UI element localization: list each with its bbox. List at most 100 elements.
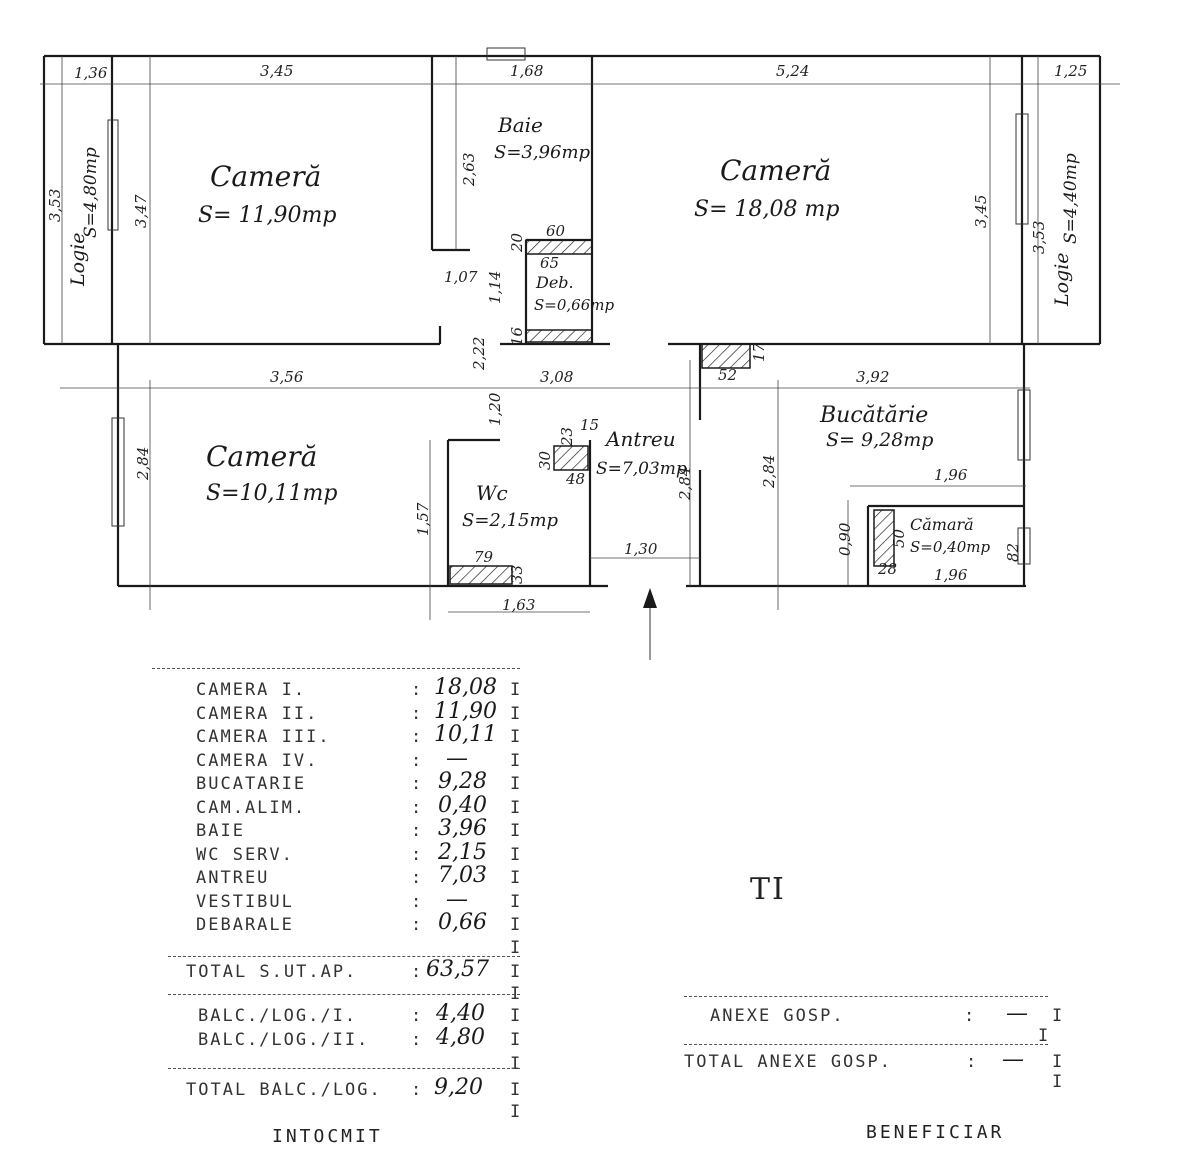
row-value: 10,11 bbox=[434, 722, 497, 747]
row-label: BUCATARIE bbox=[196, 774, 307, 794]
dim-label: 3,45 bbox=[260, 62, 293, 80]
room-area: S= 18,08 mp bbox=[694, 197, 839, 222]
annex-rule bbox=[684, 996, 1048, 997]
dim-label: 79 bbox=[474, 548, 494, 566]
room-area: S=7,03mp bbox=[596, 459, 687, 479]
dim-label: 2,63 bbox=[460, 153, 478, 187]
dim-label: 23 bbox=[558, 427, 576, 447]
row-label: CAMERA III. bbox=[196, 727, 331, 747]
room-name: Cameră bbox=[206, 440, 317, 473]
dim-label: 3,53 bbox=[1030, 221, 1048, 254]
row-label: WC SERV. bbox=[196, 845, 294, 865]
row-value: 2,15 bbox=[438, 840, 487, 865]
dim-label: 65 bbox=[540, 254, 559, 272]
total-label: TOTAL BALC./LOG. bbox=[186, 1080, 382, 1100]
prepared-by-label: INTOCMIT bbox=[272, 1126, 383, 1147]
room-name: Logie bbox=[1051, 252, 1073, 307]
row-value: 0,40 bbox=[438, 793, 487, 818]
dim-label: 2,84 bbox=[760, 455, 778, 489]
room-area: S=3,96mp bbox=[494, 142, 591, 163]
room-area: S=2,15mp bbox=[462, 510, 559, 531]
dim-label: 16 bbox=[508, 326, 526, 346]
room-name: Logie bbox=[67, 232, 89, 287]
room-name: Bucătărie bbox=[819, 403, 928, 428]
room-name: Baie bbox=[497, 113, 543, 137]
windows bbox=[107, 47, 1031, 565]
row-label: ANEXE GOSP. bbox=[710, 1006, 845, 1026]
table-rule bbox=[168, 956, 520, 957]
dim-label: 1,20 bbox=[486, 392, 504, 426]
table-rule bbox=[168, 994, 520, 995]
marker-label: TI bbox=[750, 872, 786, 907]
dim-label: 1,57 bbox=[414, 502, 432, 536]
room-name: Cameră bbox=[720, 154, 831, 187]
room-name: Deb. bbox=[535, 273, 574, 292]
dim-label: 0,90 bbox=[836, 522, 854, 556]
dim-label: 28 bbox=[877, 560, 897, 578]
dim-label: 1,14 bbox=[486, 271, 504, 304]
dimension-numbers: 1,36 3,45 1,68 5,24 1,25 3,56 3,08 3,92 … bbox=[46, 62, 1087, 614]
row-value: 4,40 bbox=[436, 1001, 485, 1026]
row-value: 18,08 bbox=[434, 675, 497, 700]
dim-label: 3,08 bbox=[540, 368, 573, 386]
dimension-lines bbox=[40, 56, 1120, 620]
room-name: Cămară bbox=[910, 515, 974, 534]
dim-label: 3,56 bbox=[270, 368, 304, 386]
room-area: S=4,80mp bbox=[81, 147, 101, 238]
hatched-ducts bbox=[449, 239, 895, 585]
row-value: 11,90 bbox=[434, 699, 497, 724]
total-value: 9,20 bbox=[434, 1075, 483, 1100]
room-area: S=0,40mp bbox=[910, 538, 990, 556]
dim-label: 3,92 bbox=[856, 368, 889, 386]
dim-label: 52 bbox=[718, 366, 737, 384]
dim-label: 17 bbox=[750, 342, 768, 362]
table-top-rule bbox=[152, 668, 520, 669]
row-label: ANTREU bbox=[196, 868, 270, 888]
row-label: VESTIBUL bbox=[196, 892, 294, 912]
dim-label: 50 bbox=[890, 528, 908, 548]
dim-label: 33 bbox=[508, 565, 526, 584]
dim-label: 5,24 bbox=[776, 62, 809, 80]
dim-label: 15 bbox=[580, 416, 599, 434]
row-label: CAMERA IV. bbox=[196, 751, 319, 771]
dim-label: 1,96 bbox=[934, 466, 968, 484]
row-value: — bbox=[446, 887, 468, 912]
annex-rule bbox=[684, 1044, 1048, 1045]
dim-label: 3,53 bbox=[46, 189, 64, 222]
dim-label: 1,07 bbox=[444, 268, 478, 286]
total-label: TOTAL S.UT.AP. bbox=[186, 962, 358, 982]
room-area: S= 11,90mp bbox=[198, 203, 336, 228]
row-label: CAMERA II. bbox=[196, 704, 319, 724]
row-label: CAMERA I. bbox=[196, 680, 307, 700]
row-label: DEBARALE bbox=[196, 915, 294, 935]
total-value: — bbox=[1002, 1047, 1024, 1072]
dim-label: 1,25 bbox=[1054, 62, 1087, 80]
row-label: CAM.ALIM. bbox=[196, 798, 307, 818]
room-area: S=4,40mp bbox=[1061, 153, 1081, 244]
row-value: — bbox=[1006, 1001, 1028, 1026]
dim-label: 30 bbox=[536, 450, 554, 470]
table-rule bbox=[168, 1068, 520, 1069]
total-value: 63,57 bbox=[426, 957, 489, 982]
dim-label: 3,47 bbox=[132, 194, 150, 228]
room-area: S=10,11mp bbox=[206, 481, 337, 506]
dim-label: 20 bbox=[508, 232, 526, 253]
row-value: 9,28 bbox=[438, 769, 487, 794]
floor-plan: Cameră S= 11,90mp Baie S=3,96mp Cameră S… bbox=[40, 47, 1120, 660]
dim-label: 2,84 bbox=[676, 467, 694, 501]
row-label: BAIE bbox=[196, 821, 245, 841]
dim-label: 2,22 bbox=[470, 337, 488, 371]
dim-label: 48 bbox=[565, 470, 585, 488]
row-value: 3,96 bbox=[438, 816, 487, 841]
dim-label: 82 bbox=[1004, 543, 1022, 562]
row-value: 7,03 bbox=[438, 863, 487, 888]
room-name: Wc bbox=[476, 481, 508, 505]
dim-label: 3,45 bbox=[972, 195, 990, 228]
room-area: S= 9,28mp bbox=[826, 429, 933, 451]
row-value: 0,66 bbox=[438, 910, 487, 935]
room-name: Antreu bbox=[604, 427, 676, 451]
room-name: Cameră bbox=[210, 160, 321, 193]
dim-label: 1,68 bbox=[510, 62, 543, 80]
row-value: — bbox=[446, 746, 468, 771]
dim-label: 2,84 bbox=[134, 447, 152, 481]
